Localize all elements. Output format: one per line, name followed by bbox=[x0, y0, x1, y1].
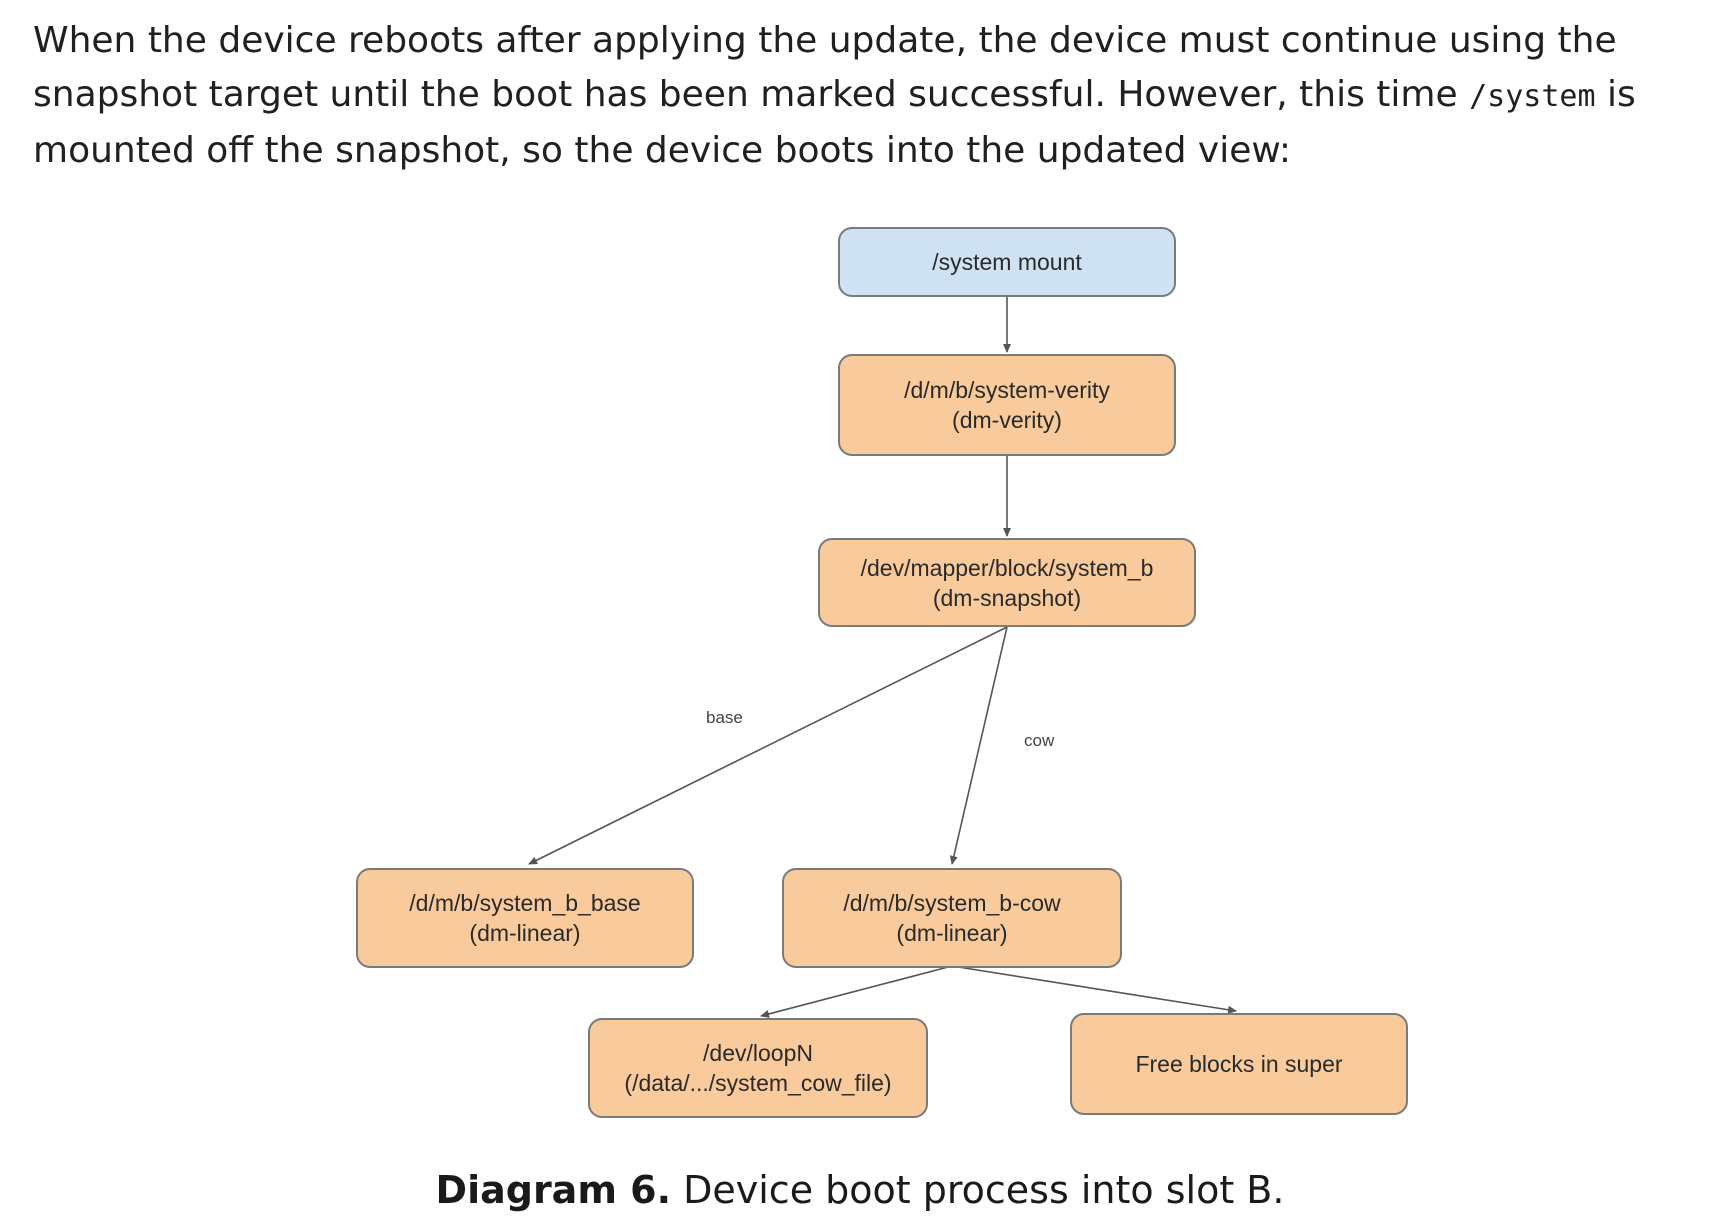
edge-cow-to-free-blocks bbox=[951, 965, 1237, 1014]
base-edge-label: base bbox=[706, 708, 743, 727]
loop-device-path: /dev/loopN bbox=[703, 1040, 813, 1066]
diagram-caption: Diagram 6. Device boot process into slot… bbox=[0, 1168, 1720, 1212]
intro-text-part1: When the device reboots after applying t… bbox=[33, 20, 1617, 115]
edge-snapshot-to-cow bbox=[949, 626, 1008, 865]
caption-text: Device boot process into slot B. bbox=[671, 1168, 1285, 1212]
system-b-snapshot-node: /dev/mapper/block/system_b (dm-snapshot) bbox=[818, 538, 1196, 627]
free-blocks-label: Free blocks in super bbox=[1135, 1051, 1343, 1077]
cow-edge-label: cow bbox=[1024, 731, 1055, 750]
edge-cow-to-loop bbox=[760, 965, 953, 1018]
system-verity-path: /d/m/b/system-verity bbox=[904, 377, 1110, 403]
loop-device-file: (/data/.../system_cow_file) bbox=[624, 1070, 892, 1096]
system-b-base-type: (dm-linear) bbox=[469, 920, 581, 946]
intro-paragraph: When the device reboots after applying t… bbox=[33, 14, 1693, 178]
system-b-cow-path: /d/m/b/system_b-cow bbox=[843, 890, 1061, 916]
system-b-snapshot-path: /dev/mapper/block/system_b bbox=[860, 554, 1154, 581]
system-verity-type: (dm-verity) bbox=[952, 407, 1062, 433]
system-path-code: /system bbox=[1469, 79, 1596, 114]
system-b-cow-type: (dm-linear) bbox=[896, 920, 1008, 946]
intro-text-part2: is mounted off the snapshot, so the devi… bbox=[33, 74, 1636, 171]
edge-snapshot-to-base bbox=[528, 626, 1008, 865]
system-mount-label: /system mount bbox=[932, 249, 1082, 275]
free-blocks-node: Free blocks in super bbox=[1070, 1013, 1408, 1115]
system-b-cow-node: /d/m/b/system_b-cow (dm-linear) bbox=[782, 868, 1122, 968]
system-verity-node: /d/m/b/system-verity (dm-verity) bbox=[838, 354, 1176, 456]
system-b-snapshot-type: (dm-snapshot) bbox=[932, 584, 1082, 611]
loop-device-node: /dev/loopN (/data/.../system_cow_file) bbox=[588, 1018, 928, 1118]
caption-number: Diagram 6. bbox=[435, 1168, 672, 1212]
system-b-base-path: /d/m/b/system_b_base bbox=[409, 890, 641, 916]
system-mount-node: /system mount bbox=[838, 227, 1176, 297]
system-b-base-node: /d/m/b/system_b_base (dm-linear) bbox=[356, 868, 694, 968]
